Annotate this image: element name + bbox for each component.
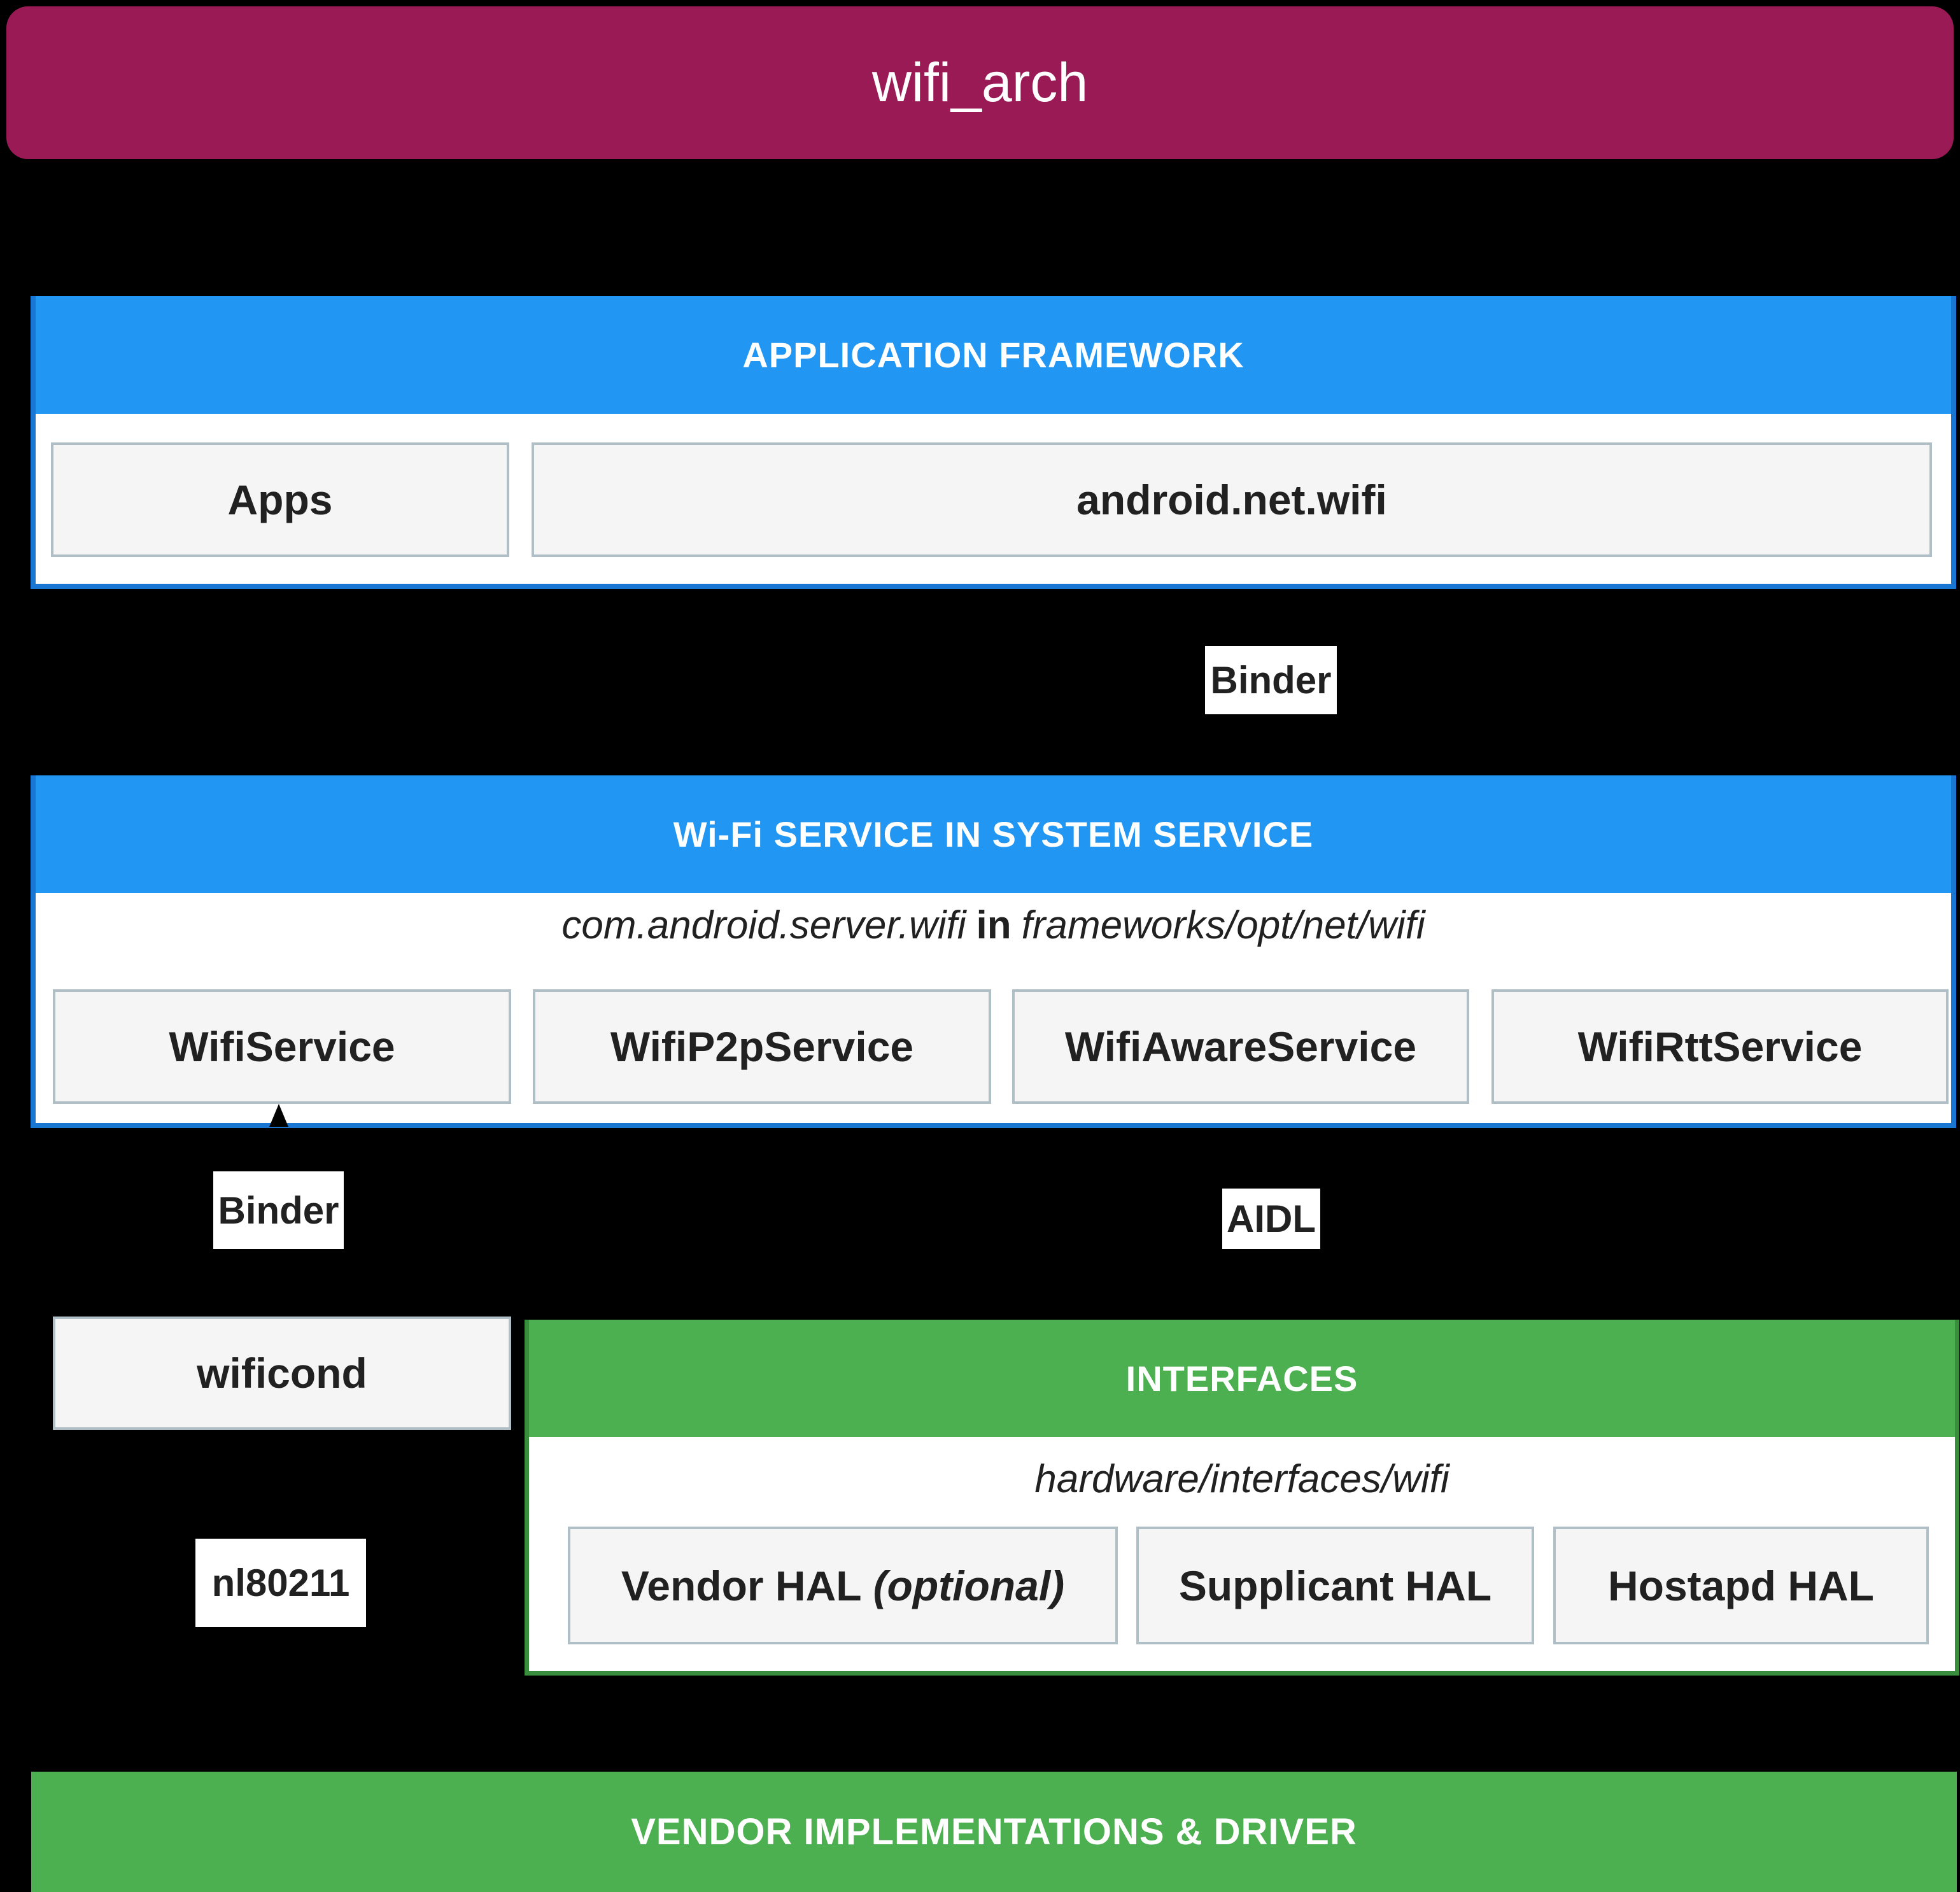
- wifiservice-label: WifiService: [169, 1023, 395, 1070]
- aidl-label: AIDL: [1222, 1189, 1320, 1249]
- vendor-hal-box: Vendor HAL (optional): [568, 1527, 1118, 1644]
- wifiservice-box: WifiService: [53, 989, 511, 1104]
- supplicant-hal-label: Supplicant HAL: [1178, 1562, 1492, 1609]
- interfaces-header: INTERFACES: [529, 1320, 1955, 1437]
- android-net-wifi-label: android.net.wifi: [1076, 476, 1387, 523]
- vendor-implementations-bar: VENDOR IMPLEMENTATIONS & DRIVER: [31, 1772, 1957, 1892]
- wifirttservice-box: WifiRttService: [1491, 989, 1949, 1104]
- hostapd-hal-box: Hostapd HAL: [1553, 1527, 1929, 1644]
- wifip2pservice-box: WifiP2pService: [533, 989, 991, 1104]
- vendor-implementations-label: VENDOR IMPLEMENTATIONS & DRIVER: [631, 1811, 1357, 1853]
- wifiawareservice-label: WifiAwareService: [1064, 1023, 1417, 1070]
- hostapd-hal-label: Hostapd HAL: [1608, 1562, 1874, 1609]
- application-framework-header: APPLICATION FRAMEWORK: [36, 296, 1951, 414]
- wifirttservice-label: WifiRttService: [1577, 1023, 1863, 1070]
- vendor-hal-optional-note: (optional): [873, 1562, 1065, 1609]
- application-framework-section: APPLICATION FRAMEWORK Apps android.net.w…: [31, 296, 1956, 589]
- interfaces-section: INTERFACES hardware/interfaces/wifi Vend…: [525, 1320, 1959, 1676]
- apps-label: Apps: [227, 476, 333, 523]
- interfaces-path: hardware/interfaces/wifi: [529, 1457, 1955, 1502]
- android-net-wifi-box: android.net.wifi: [532, 442, 1932, 557]
- application-framework-title: APPLICATION FRAMEWORK: [742, 335, 1244, 375]
- apps-box: Apps: [51, 442, 509, 557]
- wificond-label: wificond: [197, 1350, 367, 1397]
- wifip2pservice-label: WifiP2pService: [610, 1023, 914, 1070]
- wifi-service-path-suffix: frameworks/opt/net/wifi: [1021, 903, 1425, 947]
- diagram-title-banner: wifi_arch: [6, 6, 1954, 159]
- nl80211-label: nl80211: [195, 1539, 366, 1627]
- wifi-service-path-in: in: [976, 903, 1012, 947]
- binder-arrow-up-icon: [269, 1104, 288, 1127]
- binder-label-left-text: Binder: [218, 1189, 339, 1232]
- binder-label-top: Binder: [1205, 646, 1337, 714]
- interfaces-title: INTERFACES: [1125, 1358, 1358, 1399]
- wifi-service-header: Wi-Fi SERVICE IN SYSTEM SERVICE: [36, 775, 1951, 893]
- supplicant-hal-box: Supplicant HAL: [1136, 1527, 1534, 1644]
- diagram-title: wifi_arch: [871, 52, 1089, 113]
- nl80211-label-text: nl80211: [211, 1562, 350, 1604]
- wifiawareservice-box: WifiAwareService: [1012, 989, 1469, 1104]
- wificond-box: wificond: [53, 1317, 511, 1430]
- wifi-service-path-prefix: com.android.server.wifi: [561, 903, 966, 947]
- vendor-hal-label: Vendor HAL: [621, 1562, 862, 1609]
- interfaces-path-text: hardware/interfaces/wifi: [1034, 1457, 1449, 1501]
- aidl-label-text: AIDL: [1227, 1197, 1316, 1240]
- wifi-service-section: Wi-Fi SERVICE IN SYSTEM SERVICE com.andr…: [31, 775, 1956, 1128]
- binder-label-left: Binder: [213, 1171, 344, 1249]
- wifi-service-title: Wi-Fi SERVICE IN SYSTEM SERVICE: [673, 814, 1314, 854]
- binder-label-top-text: Binder: [1210, 659, 1332, 702]
